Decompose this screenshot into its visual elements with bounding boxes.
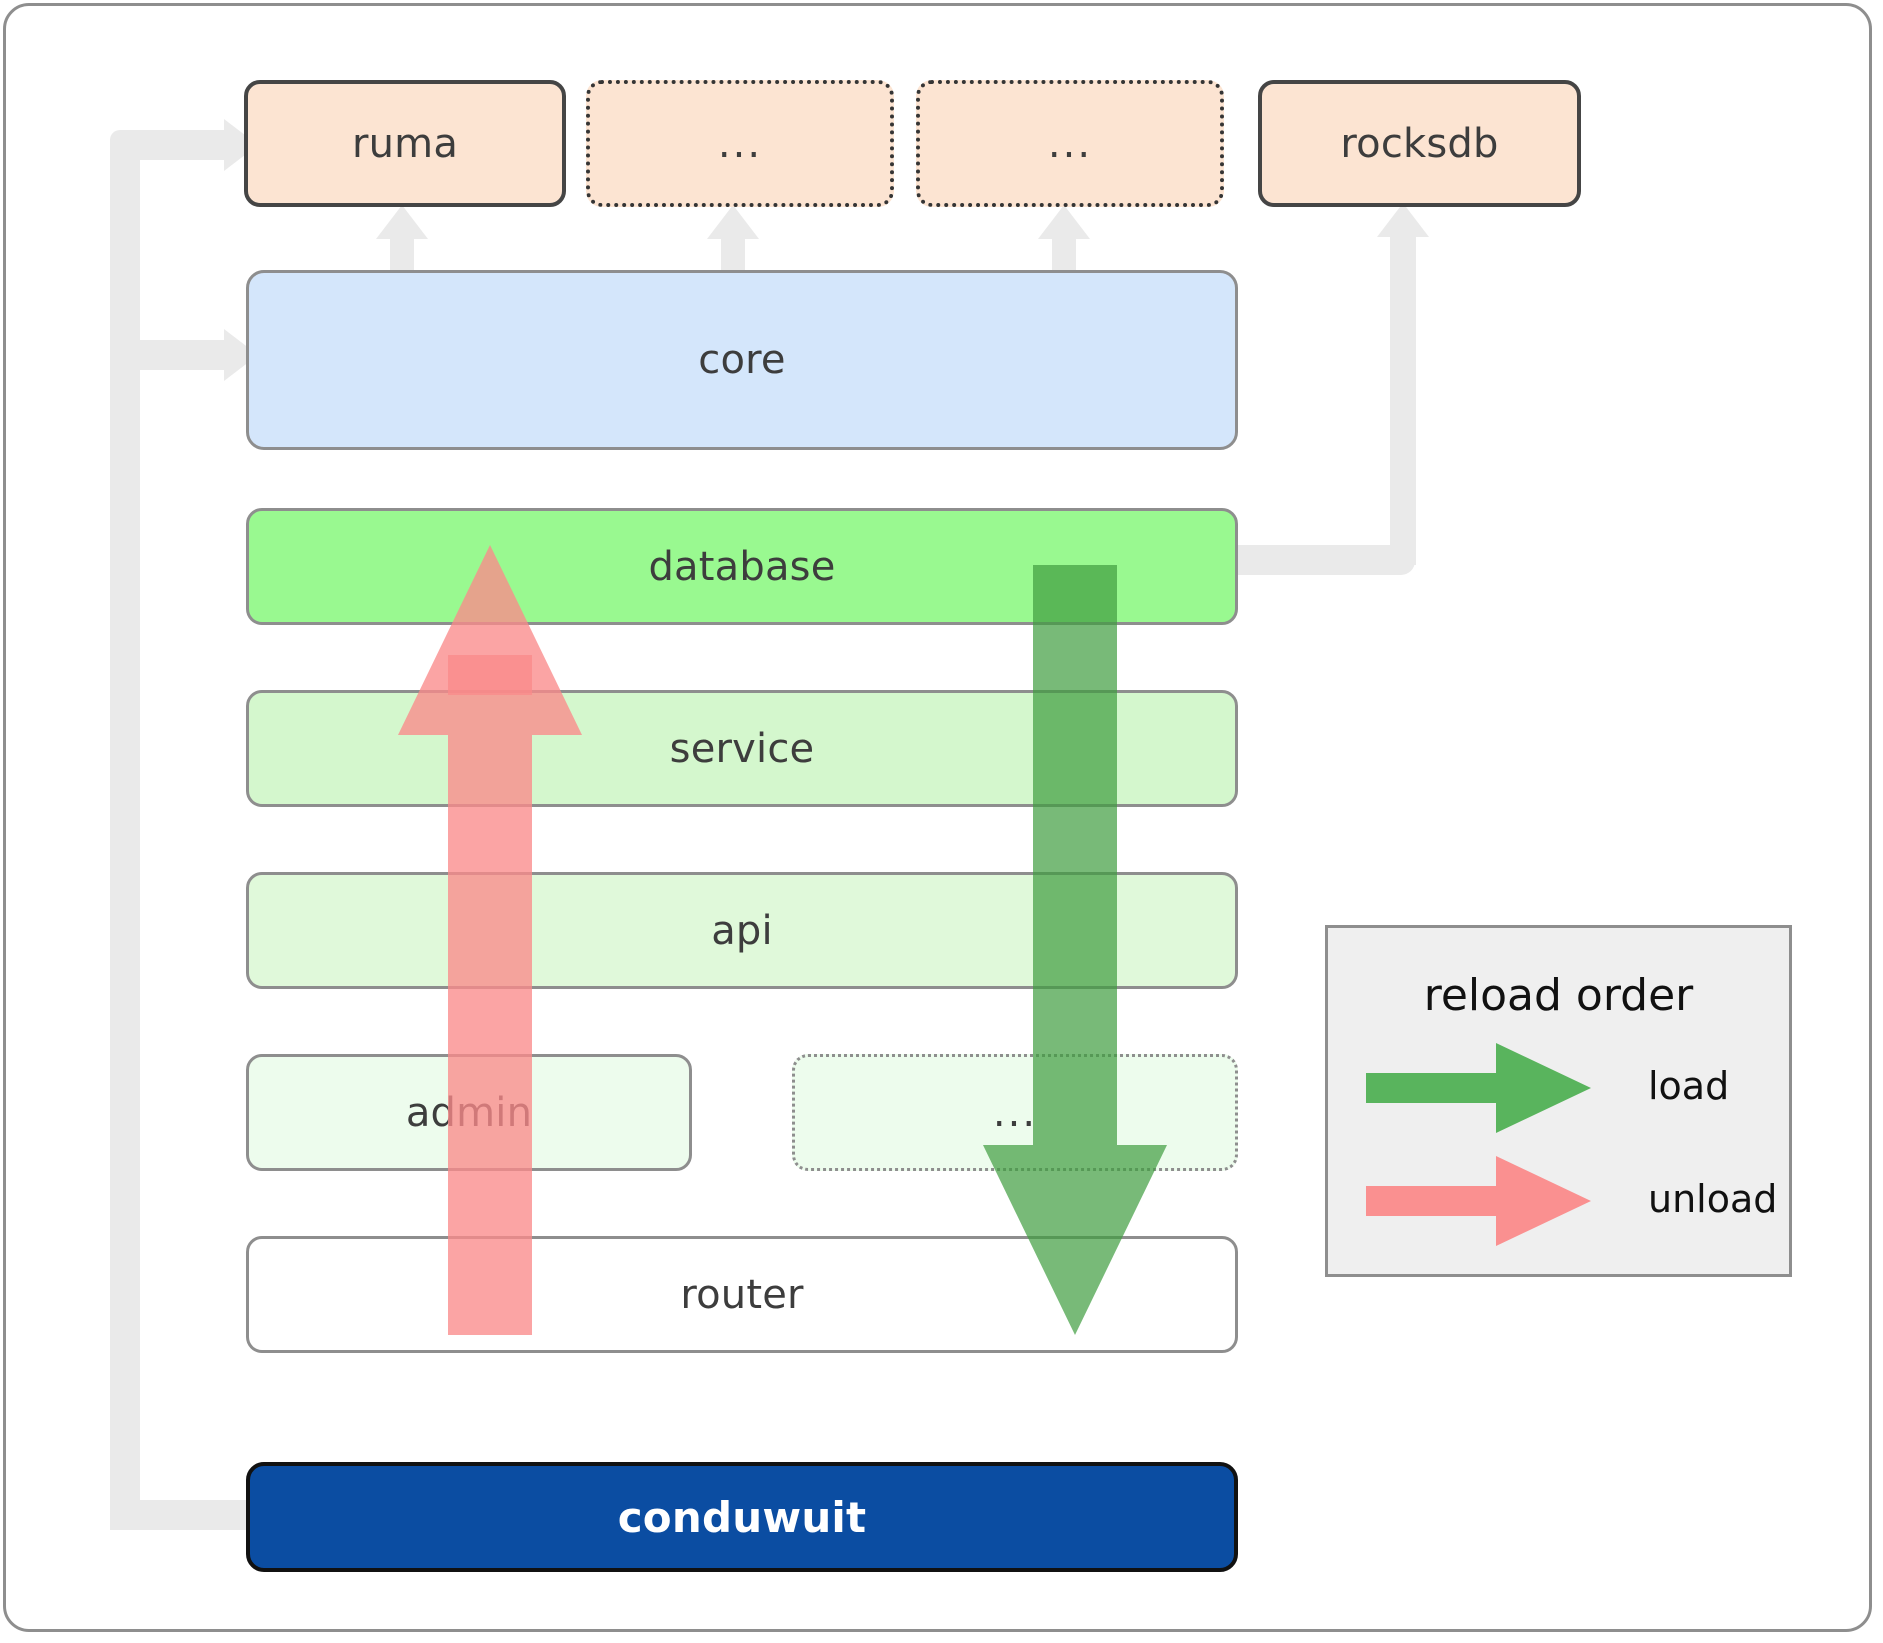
diagram-frame: [3, 3, 1872, 1632]
connector-core-to-dep-dots-2-shaft: [1052, 235, 1076, 275]
layer-label-database: database: [648, 543, 836, 590]
connector-database-to-rocksdb-arrowhead: [1377, 203, 1429, 237]
layer-node-api[interactable]: api: [246, 872, 1238, 989]
connector-core-to-dep-dots-1-shaft: [721, 235, 745, 275]
legend-load-arrow-icon: [1366, 1043, 1591, 1133]
legend-panel: reload order load unload: [1325, 925, 1792, 1277]
layer-label-router: router: [680, 1271, 804, 1318]
connector-trunk-to-ruma: [130, 130, 225, 160]
layer-node-dots[interactable]: ...: [792, 1054, 1238, 1171]
connector-core-to-dep-dots-1-arrowhead: [707, 205, 759, 239]
connector-core-to-dep-dots-2-arrowhead: [1038, 205, 1090, 239]
connector-core-to-ruma-arrowhead: [376, 205, 428, 239]
dependency-label-rocksdb: rocksdb: [1340, 120, 1499, 167]
legend-unload-label: unload: [1648, 1177, 1778, 1221]
layer-label-api: api: [711, 907, 773, 954]
core-node[interactable]: core: [246, 270, 1238, 450]
root-node-conduwuit[interactable]: conduwuit: [246, 1462, 1238, 1572]
connector-database-to-rocksdb-horizontal: [1230, 545, 1415, 575]
connector-conduwuit-to-trunk: [110, 1500, 250, 1530]
dependency-node-dots-2[interactable]: ...: [916, 80, 1224, 207]
layer-node-service[interactable]: service: [246, 690, 1238, 807]
legend-unload-arrow-icon: [1366, 1156, 1591, 1246]
dependency-node-rocksdb[interactable]: rocksdb: [1258, 80, 1581, 207]
layer-node-database[interactable]: database: [246, 508, 1238, 625]
dependency-label-dots-1: ...: [717, 120, 763, 167]
layer-label-dots: ...: [992, 1089, 1038, 1136]
legend-title: reload order: [1423, 970, 1694, 1021]
layer-node-admin[interactable]: admin: [246, 1054, 692, 1171]
dependency-label-ruma: ruma: [351, 120, 459, 167]
dependency-node-dots-1[interactable]: ...: [586, 80, 894, 207]
dependency-node-ruma[interactable]: ruma: [244, 80, 566, 207]
layer-node-router[interactable]: router: [246, 1236, 1238, 1353]
legend-load-label: load: [1648, 1064, 1730, 1108]
connector-core-to-ruma-shaft: [390, 235, 414, 275]
root-label-conduwuit: conduwuit: [617, 1492, 867, 1542]
core-label: core: [698, 337, 786, 383]
layer-label-service: service: [669, 725, 815, 772]
connector-trunk-to-core: [130, 340, 225, 370]
dependency-label-dots-2: ...: [1047, 120, 1093, 167]
layer-label-admin: admin: [405, 1089, 533, 1136]
connector-database-to-rocksdb-vertical: [1390, 235, 1416, 565]
